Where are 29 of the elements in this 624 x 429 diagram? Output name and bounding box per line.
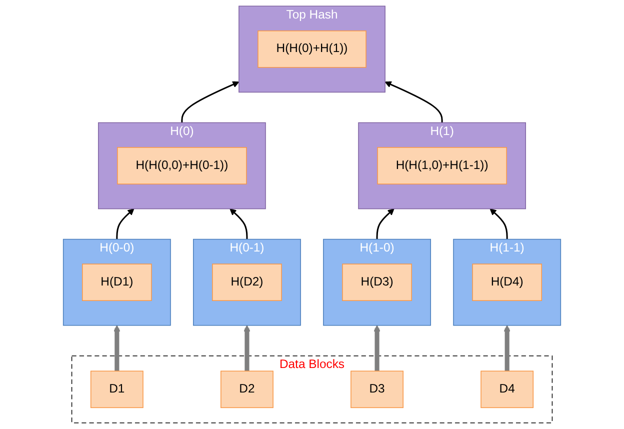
cluster xyxy=(71,355,553,424)
node-box xyxy=(350,370,404,408)
node-box xyxy=(258,30,366,68)
arrow xyxy=(181,81,240,123)
node-box xyxy=(377,147,507,184)
arrow xyxy=(230,208,248,240)
cluster xyxy=(323,238,431,326)
arrow xyxy=(490,208,508,240)
arrow xyxy=(114,325,120,372)
arrow xyxy=(384,81,443,123)
cluster xyxy=(358,122,526,210)
arrow xyxy=(116,208,134,240)
arrow xyxy=(376,208,394,240)
node-box xyxy=(480,370,534,408)
arrow xyxy=(244,325,250,372)
node-box xyxy=(472,264,542,301)
node-box xyxy=(212,264,282,301)
node-box xyxy=(117,147,247,184)
cluster xyxy=(238,6,386,93)
node-box xyxy=(90,370,144,408)
cluster xyxy=(193,238,301,326)
node-box xyxy=(342,264,412,301)
cluster xyxy=(453,238,562,326)
node-box xyxy=(82,264,152,301)
arrow xyxy=(504,325,510,372)
node-box xyxy=(220,370,274,408)
arrow xyxy=(374,325,380,372)
cluster xyxy=(62,238,171,326)
cluster xyxy=(98,122,266,210)
